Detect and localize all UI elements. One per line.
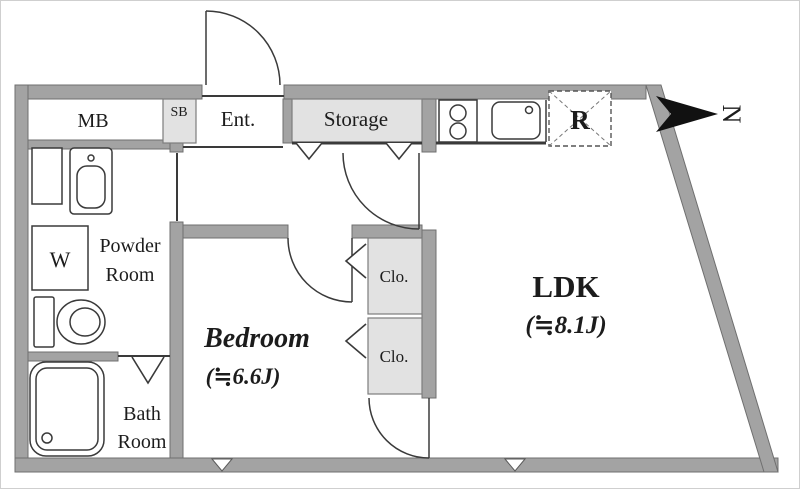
wall-hall-bedroom-right <box>351 224 423 239</box>
closet-lower-door-mark <box>344 323 367 359</box>
meter-box-label: MB <box>77 110 108 132</box>
closet-upper-box <box>367 237 423 315</box>
right-diagonal-wall <box>645 84 779 473</box>
kitchen-sink <box>491 101 541 140</box>
closet-lower-label: Clo. <box>380 347 409 366</box>
refrigerator-space-box <box>548 90 612 147</box>
north-label: N <box>717 105 746 124</box>
interior-walls <box>27 98 437 459</box>
hall-ldk-door-swing <box>342 152 420 230</box>
shoe-box-label: SB <box>170 105 187 120</box>
left-wall <box>14 84 29 473</box>
compass: N <box>656 96 746 132</box>
wall-hall-bedroom-left <box>182 224 289 239</box>
bedroom-size-label: (≒6.6J) <box>206 364 281 389</box>
sink-faucet <box>524 105 534 115</box>
bedroom-window-mark <box>210 458 234 472</box>
wall-bedroom-ldk-top <box>421 98 437 153</box>
bath-room-label-line1: Bath <box>123 403 161 425</box>
doors <box>205 10 430 459</box>
entrance-label: Ent. <box>221 107 255 131</box>
sanitary-fixtures <box>29 147 113 457</box>
closet-upper-door-mark <box>344 243 367 279</box>
wall-powder-bath <box>27 351 119 362</box>
storage-floor <box>291 98 423 144</box>
closet-lower-box <box>367 317 423 395</box>
ldk-window-mark <box>503 458 527 472</box>
outer-walls <box>14 84 779 473</box>
toilet-bowl-inner <box>69 307 101 337</box>
window-marks <box>210 458 527 472</box>
wall-bedroom-ldk-mid <box>421 229 437 399</box>
bath-room-label-line2: Room <box>118 431 167 453</box>
ldk-label: LDK <box>532 269 599 304</box>
entrance-door-swing <box>205 10 281 86</box>
storage-door-mark-right <box>385 142 413 161</box>
stove-burner-top <box>449 104 467 122</box>
bathtub-drain <box>41 432 53 444</box>
toilet-tank <box>33 296 55 348</box>
bath-door-mark <box>131 356 165 385</box>
stove-burner-bottom <box>449 122 467 140</box>
washer-label: W <box>50 247 71 272</box>
storage-cabinet <box>31 147 63 205</box>
vanity-basin <box>76 165 106 209</box>
bedroom-door-swing <box>287 237 353 303</box>
folding-door-marks <box>131 142 413 385</box>
washer-pan <box>31 225 89 291</box>
refrigerator-label: R <box>570 105 590 135</box>
bedroom-ldk-door-swing <box>368 397 430 459</box>
wall-left-column-lower <box>169 221 184 459</box>
shoe-box-area <box>162 98 197 144</box>
ldk-size-label: (≒8.1J) <box>525 312 606 339</box>
vanity-faucet <box>87 154 95 162</box>
labels: MB SB Ent. Storage R LDK (≒8.1J) Bedroom… <box>50 105 607 453</box>
closet-upper-label: Clo. <box>380 267 409 286</box>
powder-room-label-line2: Room <box>106 264 155 286</box>
shaded-areas <box>162 98 423 395</box>
powder-room-label-line1: Powder <box>99 235 160 257</box>
bedroom-label: Bedroom <box>203 323 310 354</box>
bottom-wall <box>14 457 779 473</box>
wall-ent-storage <box>282 98 293 144</box>
partition-lines <box>118 95 547 357</box>
top-wall-left <box>14 84 203 100</box>
kitchen <box>438 90 612 147</box>
bathtub-inner <box>35 367 99 451</box>
north-arrow-icon <box>656 96 718 132</box>
storage-label: Storage <box>324 107 388 131</box>
storage-door-mark-left <box>295 142 323 161</box>
